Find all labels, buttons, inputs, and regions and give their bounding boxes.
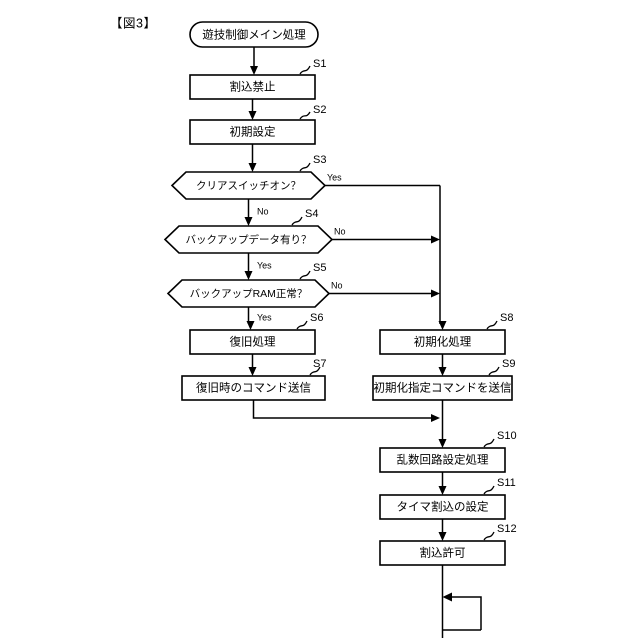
connector-s5-yes-to-s6 [246,307,255,330]
connector-loop-back [441,565,482,638]
node-s12: 割込許可 [379,540,506,566]
node-s3-label: クリアスイッチオン？ [196,180,301,192]
leader-s2 [299,111,311,120]
node-s7-label: 復旧時のコマンド送信 [196,381,311,395]
node-s8-label: 初期化処理 [414,335,472,349]
figure-title: 【図3】 [110,16,156,30]
node-s1-label: 割込禁止 [230,80,276,94]
leader-s3 [299,162,311,172]
node-s9-label: 初期化指定コマンドを送信 [374,381,512,395]
node-s6-label: 復旧処理 [230,335,276,349]
step-label-s10: S10 [497,430,517,442]
step-label-s9: S9 [502,358,515,370]
connector-s11-to-s12 [438,519,447,541]
node-s2-label: 初期設定 [230,125,276,139]
node-s9: 初期化指定コマンドを送信 [372,375,513,401]
node-s4: バックアップデータ有り？ [163,225,334,254]
step-label-s12: S12 [497,523,517,535]
branch-label-s5-yes: Yes [257,312,272,322]
connector-s6-to-s7 [248,354,257,376]
node-start-label: 遊技制御メイン処理 [202,28,306,42]
node-s8: 初期化処理 [379,329,506,355]
branch-label-s4-yes: Yes [257,260,272,270]
connector-s2-to-s3 [248,144,257,172]
step-label-s6: S6 [310,312,323,324]
leader-s8 [486,320,498,330]
node-s2: 初期設定 [189,119,316,145]
step-label-s11: S11 [497,477,516,489]
leader-s9 [488,366,500,376]
step-label-s5: S5 [313,262,326,274]
leader-s12 [483,531,495,541]
step-label-s3: S3 [313,154,326,166]
step-label-s2: S2 [313,104,326,116]
node-s11: タイマ割込の設定 [379,494,506,520]
node-s10: 乱数回路設定処理 [379,447,506,473]
connector-s9-to-s10 [438,400,447,448]
connector-s1-to-s2 [248,99,257,120]
node-s5-label: バックアップRAM正常？ [190,287,308,300]
step-label-s1: S1 [313,58,326,70]
node-s5: バックアップRAM正常？ [166,279,331,308]
leader-s5 [299,270,311,280]
node-s6: 復旧処理 [189,329,316,355]
leader-s7 [309,366,321,376]
branch-label-s4-no: No [334,226,346,236]
node-s4-label: バックアップデータ有り？ [186,233,312,246]
node-s3: クリアスイッチオン？ [170,171,327,200]
leader-s11 [483,485,495,495]
branch-label-s3-no: No [257,206,269,216]
branch-label-s5-no: No [331,280,343,290]
step-label-s7: S7 [313,358,326,370]
node-s7: 復旧時のコマンド送信 [181,375,326,401]
leader-s4 [291,216,303,226]
connector-right-rail [438,185,447,330]
connector-s10-to-s11 [438,472,447,495]
connector-s7-to-s10 [252,400,440,422]
node-s1: 割込禁止 [189,74,316,100]
step-label-s8: S8 [500,312,513,324]
node-start: 遊技制御メイン処理 [189,21,319,48]
leader-s1 [299,65,311,75]
connector-start-to-s1 [250,47,258,75]
node-s12-label: 割込許可 [420,546,466,560]
branch-label-s3-yes: Yes [327,172,342,182]
connector-s5-no-to-rail [329,289,440,298]
connector-s4-yes-to-s5 [244,253,253,280]
step-label-s4: S4 [305,208,318,220]
connector-s3-no-to-s4 [244,199,253,226]
node-s11-label: タイマ割込の設定 [397,500,489,514]
node-s10-label: 乱数回路設定処理 [397,453,489,467]
connector-s8-to-s9 [438,354,447,376]
leader-s10 [483,438,495,448]
leader-s6 [296,320,308,330]
connector-s4-no-to-rail [332,235,440,244]
